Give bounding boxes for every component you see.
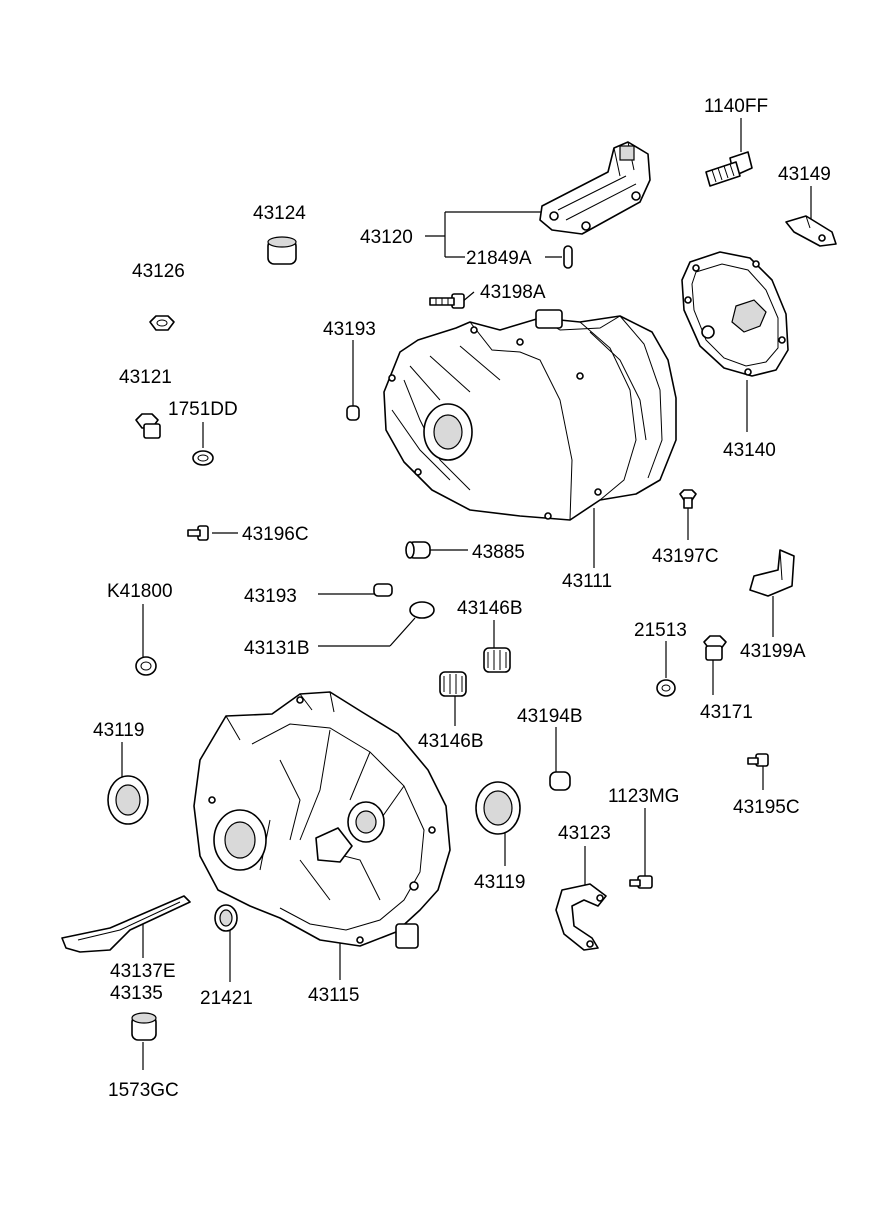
label-43197c[interactable]: 43197C [652, 546, 719, 567]
bracket-43149-icon [785, 215, 837, 247]
bolt-43121-icon [135, 413, 161, 439]
label-43119-left[interactable]: 43119 [93, 720, 144, 741]
label-43146b-upper[interactable]: 43146B [457, 598, 523, 619]
seal-21421-icon [214, 904, 238, 932]
label-43126[interactable]: 43126 [132, 261, 185, 282]
washer-k41800-icon [135, 656, 157, 676]
cover-plate-43120-icon [539, 141, 651, 235]
label-43135[interactable]: 43135 [110, 983, 163, 1004]
label-43885[interactable]: 43885 [472, 542, 525, 563]
label-43193-lower[interactable]: 43193 [244, 586, 297, 607]
label-43121[interactable]: 43121 [119, 367, 172, 388]
sleeve-43885-icon [405, 541, 431, 559]
leader-lines [121, 118, 812, 1070]
label-43194b[interactable]: 43194B [517, 706, 583, 727]
bolt-43195c-icon [747, 753, 769, 767]
label-43196c[interactable]: 43196C [242, 524, 309, 545]
label-43115[interactable]: 43115 [308, 985, 359, 1006]
bolt-43196c-icon [187, 525, 209, 541]
label-43111[interactable]: 43111 [562, 571, 612, 592]
label-21849a[interactable]: 21849A [466, 248, 532, 269]
label-43146b-lower[interactable]: 43146B [418, 731, 484, 752]
label-43137e[interactable]: 43137E [110, 961, 176, 982]
bolt-43197c-icon [679, 489, 697, 509]
pin-43193-lower-icon [373, 583, 393, 597]
rear-cover-43140-icon [681, 251, 789, 377]
bolt-1123mg-icon [629, 875, 653, 889]
plug-43131b-icon [409, 601, 435, 619]
bearing-43146b-upper-icon [483, 647, 511, 673]
label-1573gc[interactable]: 1573GC [108, 1080, 179, 1101]
label-43195c[interactable]: 43195C [733, 797, 800, 818]
bolt-1140ff-icon [705, 151, 753, 187]
label-21513[interactable]: 21513 [634, 620, 687, 641]
label-43119-right[interactable]: 43119 [474, 872, 525, 893]
guide-plate-43137e-icon [61, 895, 191, 953]
bearing-43146b-lower-icon [439, 671, 467, 697]
label-43131b[interactable]: 43131B [244, 638, 310, 659]
label-43140[interactable]: 43140 [723, 440, 776, 461]
part-labels: 1140FF 43149 43124 43120 21849A 43126 43… [93, 96, 831, 1101]
label-43171[interactable]: 43171 [700, 702, 753, 723]
label-21421[interactable]: 21421 [200, 988, 253, 1009]
plug-43171-icon [703, 635, 727, 661]
seal-43119-right-icon [475, 781, 521, 835]
clutch-housing-43115-icon [193, 691, 451, 949]
label-43123[interactable]: 43123 [558, 823, 611, 844]
transmission-case-43111-icon [383, 309, 677, 521]
pin-43193-upper-icon [346, 405, 360, 421]
bolt-43198a-icon [429, 293, 465, 309]
label-43198a[interactable]: 43198A [480, 282, 546, 303]
sleeve-43194b-icon [549, 771, 571, 791]
dowel-21849a-icon [563, 245, 573, 269]
plug-43124-icon [267, 236, 297, 265]
label-43149[interactable]: 43149 [778, 164, 831, 185]
label-43120[interactable]: 43120 [360, 227, 413, 248]
label-1123mg[interactable]: 1123MG [608, 786, 679, 807]
retainer-43123-icon [555, 883, 607, 951]
seal-43119-left-icon [107, 775, 149, 825]
label-43193-upper[interactable]: 43193 [323, 319, 376, 340]
collar-1573gc-icon [131, 1012, 157, 1041]
washer-1751dd-icon [192, 450, 214, 466]
label-43199a[interactable]: 43199A [740, 641, 806, 662]
label-1751dd[interactable]: 1751DD [168, 399, 238, 420]
label-k41800[interactable]: K41800 [107, 581, 173, 602]
bracket-43199a-icon [749, 549, 795, 597]
label-43124[interactable]: 43124 [253, 203, 306, 224]
label-1140ff[interactable]: 1140FF [704, 96, 768, 117]
nut-43126-icon [149, 315, 175, 331]
washer-21513-icon [656, 679, 676, 697]
parts [61, 141, 837, 1041]
